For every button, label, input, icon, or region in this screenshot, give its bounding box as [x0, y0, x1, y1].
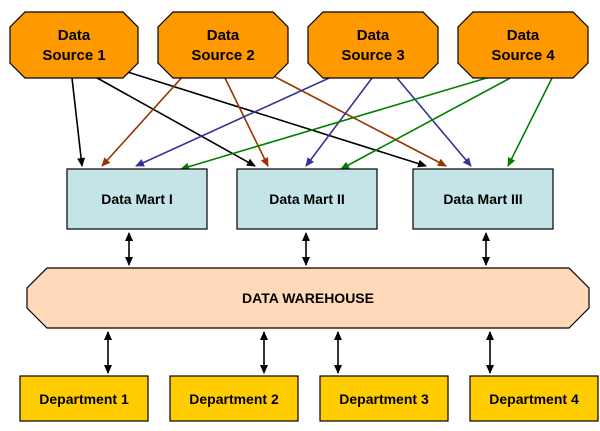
departments: Department 1 Department 2 Department 3 D… [19, 375, 599, 422]
data-warehouse-label: DATA WAREHOUSE [242, 290, 374, 306]
data-source-4-line1: Data [507, 27, 540, 44]
data-mart-3-label: Data Mart III [443, 191, 522, 207]
arrow-source4-to-mart1 [180, 73, 501, 171]
data-mart-3[interactable]: Data Mart III [412, 168, 554, 230]
mart-warehouse-arrows [125, 232, 490, 266]
data-mart-2-label: Data Mart II [269, 191, 344, 207]
source-to-mart-arrows [71, 68, 553, 171]
arrow-source3-to-mart3 [396, 77, 472, 167]
data-mart-1[interactable]: Data Mart I [66, 168, 208, 230]
department-1-label: Department 1 [39, 391, 129, 407]
department-3[interactable]: Department 3 [319, 375, 449, 422]
arrow-source2-to-mart2 [224, 77, 269, 167]
arrow-source2-to-mart1 [101, 73, 186, 167]
arrow-source1-to-mart2 [89, 73, 256, 167]
data-source-4[interactable]: Data Source 4 [457, 11, 589, 79]
data-marts: Data Mart I Data Mart II Data Mart III [66, 168, 554, 230]
data-source-2-line1: Data [207, 27, 240, 44]
data-source-1-line2: Source 1 [42, 47, 105, 64]
arrow-source4-to-mart3 [507, 77, 553, 167]
data-source-1-line1: Data [58, 27, 91, 44]
data-source-1[interactable]: Data Source 1 [9, 11, 139, 79]
data-mart-2[interactable]: Data Mart II [236, 168, 378, 230]
department-2-label: Department 2 [189, 391, 279, 407]
arrow-source1-to-mart1 [71, 77, 86, 167]
data-sources: Data Source 1 Data Source 2 Data Source … [9, 11, 589, 79]
data-source-3-line1: Data [357, 27, 390, 44]
arrow-source4-to-mart2 [340, 75, 515, 170]
warehouse-department-arrows [104, 331, 494, 374]
department-4[interactable]: Department 4 [469, 375, 599, 422]
department-1[interactable]: Department 1 [19, 375, 149, 422]
department-4-label: Department 4 [489, 391, 579, 407]
arrow-source3-to-mart1 [135, 73, 339, 167]
arrow-source1-to-mart3 [117, 68, 427, 168]
data-warehouse[interactable]: DATA WAREHOUSE [26, 267, 590, 329]
data-source-2[interactable]: Data Source 2 [157, 11, 289, 79]
data-source-3[interactable]: Data Source 3 [307, 11, 439, 79]
data-source-2-line2: Source 2 [191, 47, 254, 64]
data-source-4-line2: Source 4 [491, 47, 555, 64]
department-2[interactable]: Department 2 [169, 375, 299, 422]
data-source-3-line2: Source 3 [341, 47, 404, 64]
department-3-label: Department 3 [339, 391, 429, 407]
data-mart-1-label: Data Mart I [101, 191, 173, 207]
